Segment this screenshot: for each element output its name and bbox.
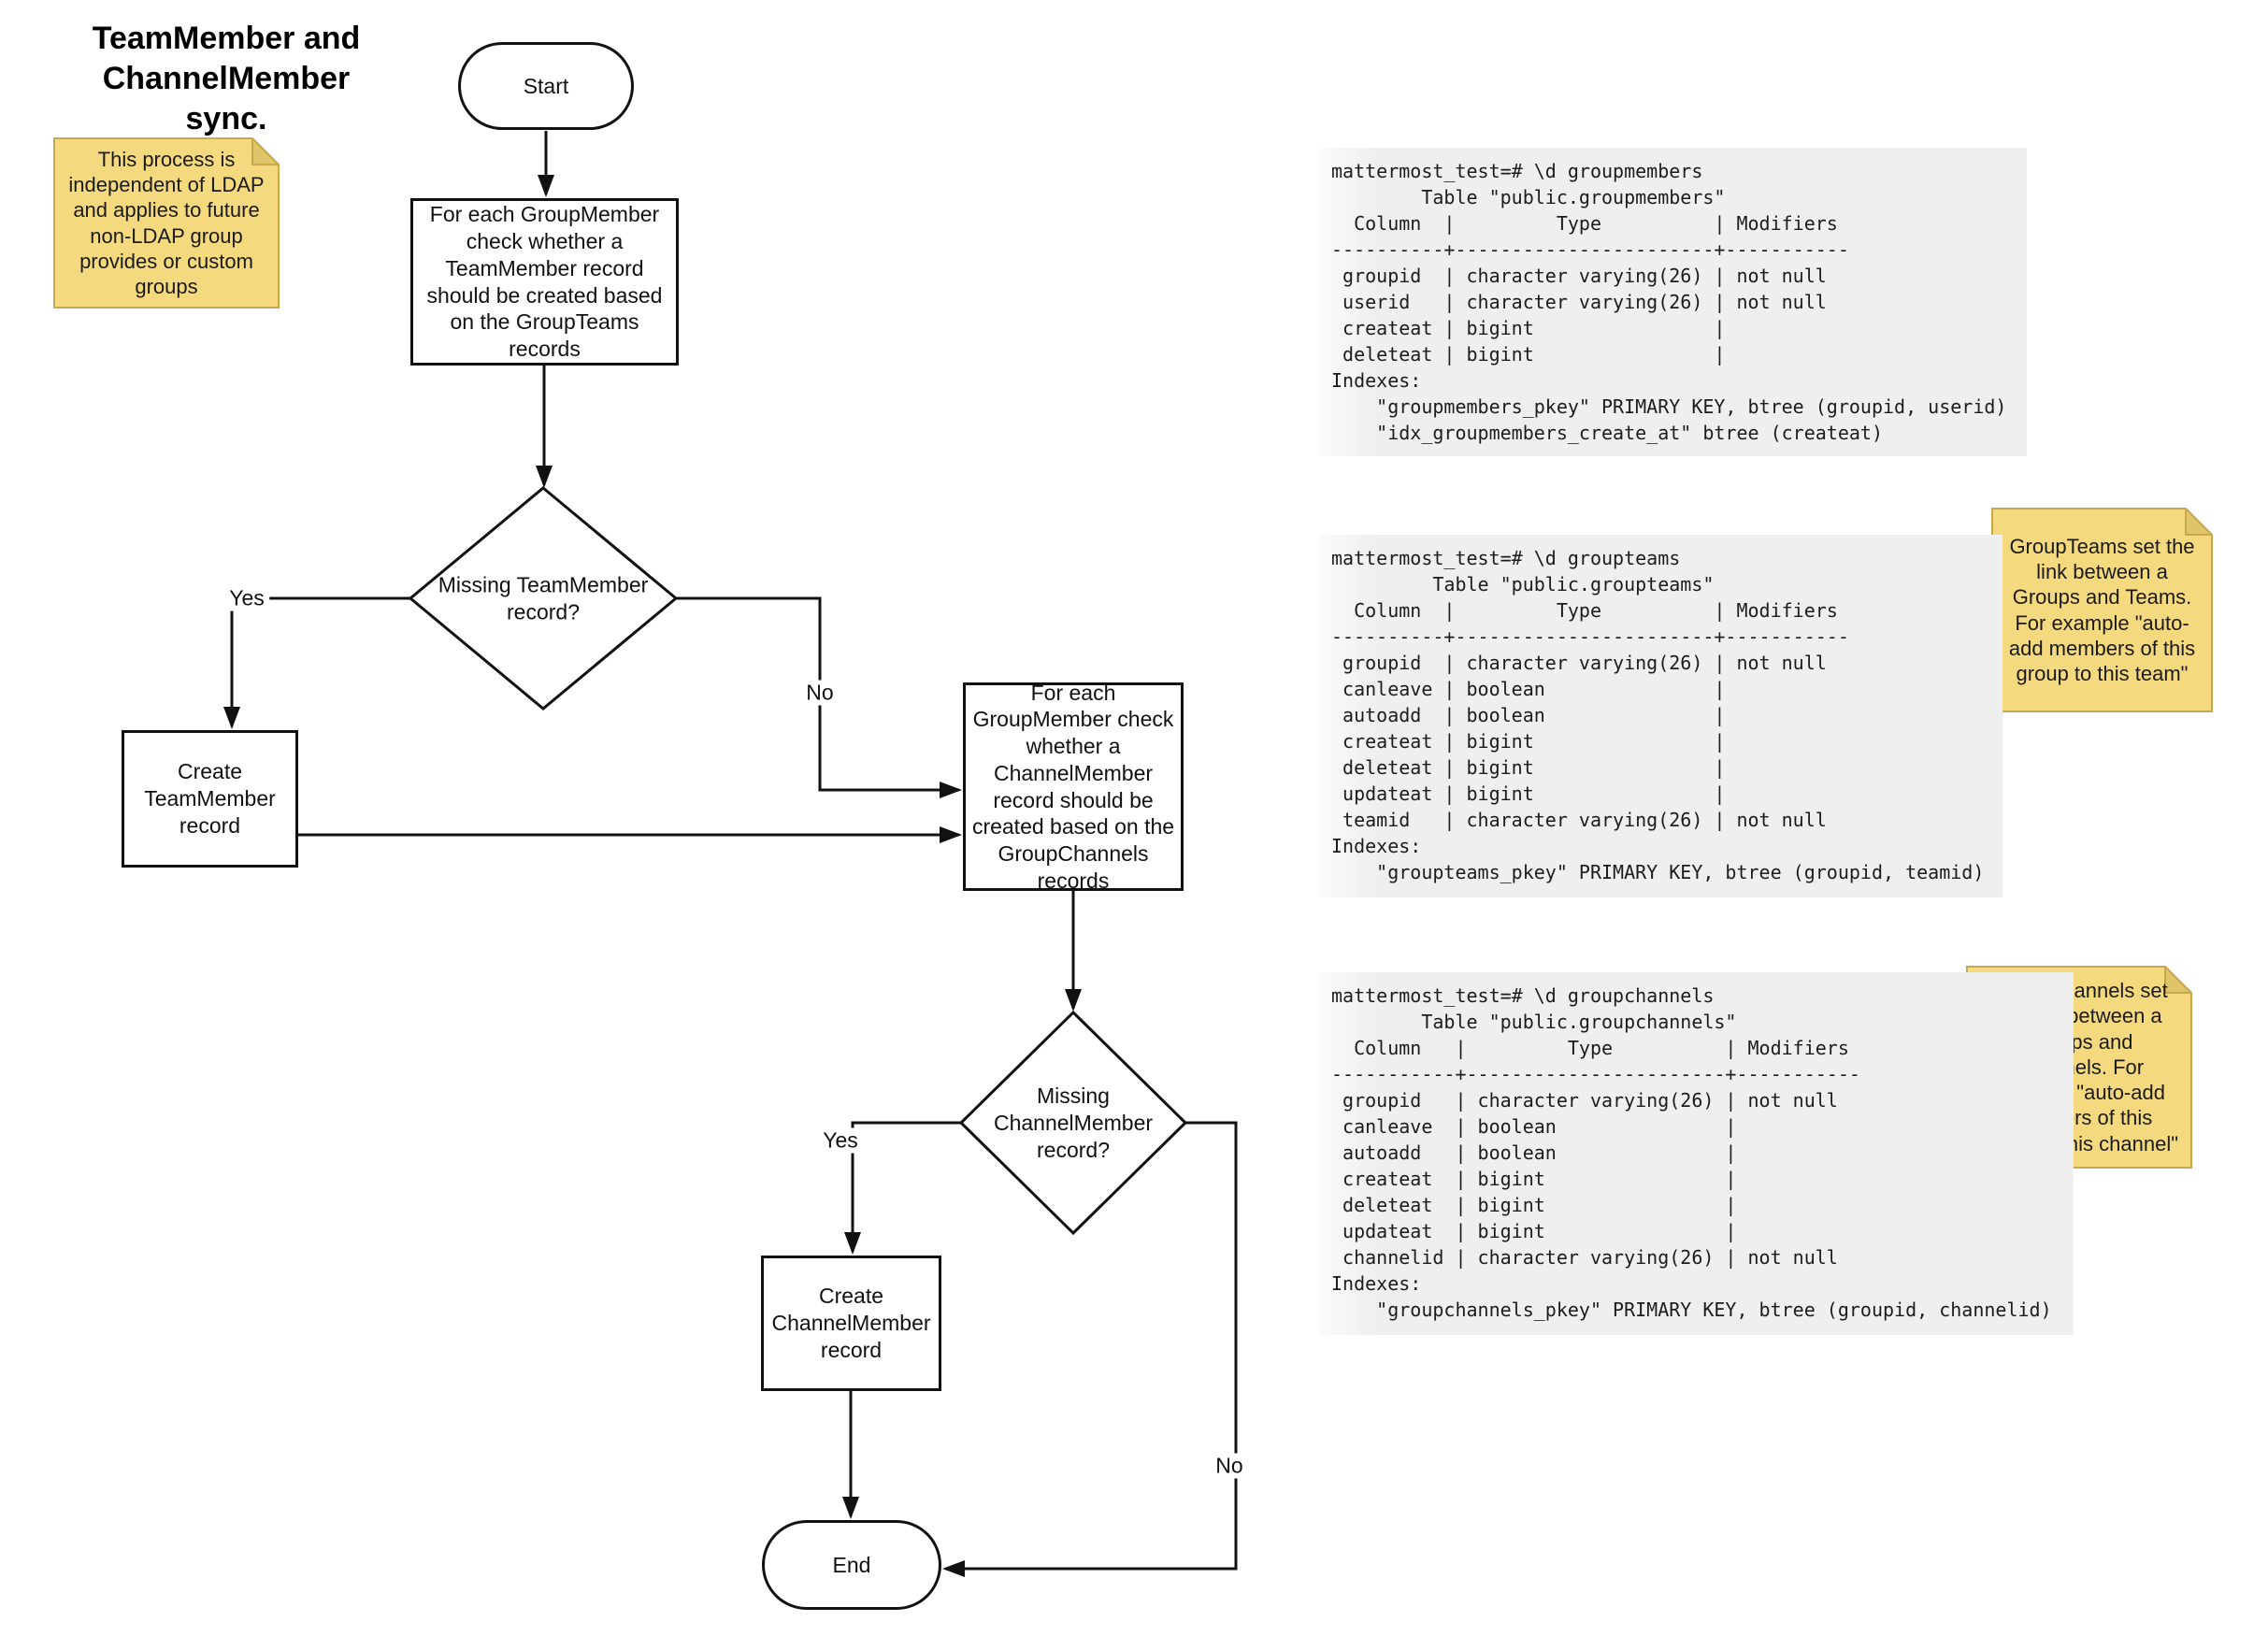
decision-teammember-diamond [408, 486, 679, 710]
process-check-channelmember: For each GroupMember check whether a Cha… [963, 681, 1184, 893]
process-check-teammember: For each GroupMember check whether a Tea… [410, 198, 679, 366]
edge-label-no-channelmember: No [1211, 1453, 1248, 1479]
edge-no-to-end [942, 1121, 1238, 1577]
sticky-note-groupteams: GroupTeams set the link between a Groups… [1991, 508, 2213, 712]
decision-channelmember-label: Missing ChannelMember record? [993, 1083, 1154, 1162]
edge-yes-to-create-channelmember [844, 1121, 961, 1255]
process-create-teammember: Create TeamMember record [122, 730, 298, 868]
start-node: Start [458, 42, 634, 130]
sticky-note-ldap-text: This process is independent of LDAP and … [68, 147, 265, 299]
edge-yes-to-create-teammember [223, 596, 410, 729]
edge-label-yes-channelmember: Yes [818, 1127, 863, 1154]
end-node: End [762, 1520, 941, 1610]
process-create-channelmember: Create ChannelMember record [761, 1256, 941, 1391]
edge-label-yes-teammember: Yes [224, 585, 269, 611]
edge-label-no-teammember: No [801, 680, 839, 706]
terminal-groupchannels: mattermost_test=# \d groupchannels Table… [1320, 972, 2074, 1335]
sticky-note-groupteams-text: GroupTeams set the link between a Groups… [2008, 534, 2196, 686]
sticky-note-ldap: This process is independent of LDAP and … [53, 137, 280, 309]
page-title: TeamMember and ChannelMember sync. [92, 21, 361, 136]
sticky-note-shape [53, 137, 280, 309]
decision-teammember-label: Missing TeamMember record? [438, 572, 649, 624]
decision-channelmember-diamond [958, 1010, 1188, 1236]
terminal-groupmembers: mattermost_test=# \d groupmembers Table … [1320, 148, 2027, 456]
terminal-groupteams: mattermost_test=# \d groupteams Table "p… [1320, 535, 2002, 897]
